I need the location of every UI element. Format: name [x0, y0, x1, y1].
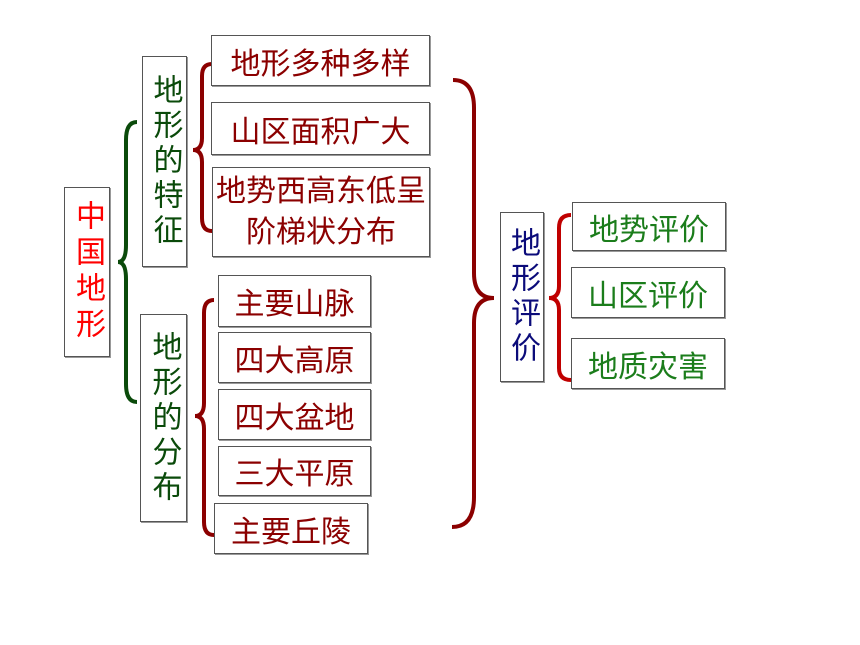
- feature-item: 山区面积广大: [211, 102, 430, 155]
- distribution-item-label: 主要丘陵: [231, 514, 351, 550]
- evaluation-link-brace: [451, 78, 495, 529]
- distribution-item: 主要山脉: [218, 275, 371, 327]
- evaluation-item-label: 地势评价: [589, 212, 709, 248]
- evaluation-brace: [548, 213, 572, 382]
- evaluation-item: 地质灾害: [571, 338, 725, 389]
- distribution-brace: [194, 298, 215, 537]
- distribution-item-label: 三大平原: [234, 457, 355, 492]
- root-brace: [117, 120, 138, 404]
- features-brace: [192, 62, 213, 233]
- distribution-item-label: 四大盆地: [234, 400, 355, 436]
- evaluation-label: 地形评价: [505, 227, 540, 367]
- evaluation-item-label: 地质灾害: [588, 349, 708, 385]
- root-label: 中国地形: [70, 200, 105, 344]
- feature-item: 地形多种多样: [211, 35, 430, 86]
- branch-distribution: 地形的分布: [140, 314, 187, 522]
- feature-item: 地势西高东低呈阶梯状分布: [212, 167, 430, 257]
- distribution-item: 四大盆地: [218, 389, 371, 440]
- evaluation-item-label: 山区评价: [588, 278, 708, 314]
- distribution-item-label: 四大高原: [234, 343, 355, 379]
- feature-item-label: 地势西高东低呈阶梯状分布: [216, 174, 426, 250]
- evaluation-item: 地势评价: [572, 202, 726, 251]
- root-node: 中国地形: [64, 187, 110, 357]
- distribution-item: 四大高原: [218, 332, 371, 383]
- distribution-item-label: 主要山脉: [234, 287, 355, 322]
- distribution-item: 三大平原: [218, 446, 371, 496]
- distribution-item: 主要丘陵: [214, 503, 368, 554]
- branch-distribution-label: 地形的分布: [146, 330, 182, 506]
- feature-item-label: 山区面积广大: [230, 114, 411, 150]
- evaluation-item: 山区评价: [571, 267, 725, 318]
- branch-features-label: 地形的特征: [147, 74, 183, 249]
- branch-features: 地形的特征: [142, 56, 187, 267]
- evaluation-node: 地形评价: [500, 212, 544, 382]
- feature-item-label: 地形多种多样: [230, 46, 411, 82]
